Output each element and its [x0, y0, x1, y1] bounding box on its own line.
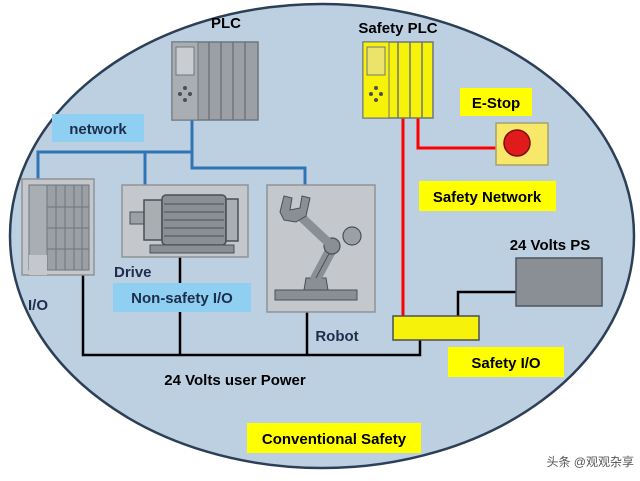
- plc-label: PLC: [211, 15, 241, 32]
- conventional-safety-label-box: [247, 423, 421, 453]
- io-module-icon: [21, 178, 95, 276]
- estop-label: E-Stop: [472, 95, 520, 112]
- robot-label: Robot: [315, 328, 358, 345]
- safety-plc-rack: [362, 41, 434, 119]
- non-safety-io-label: Non-safety I/O: [131, 290, 233, 307]
- io-label: I/O: [28, 297, 48, 314]
- safety-plc-label: Safety PLC: [358, 20, 437, 37]
- safety-network-label-box: [419, 181, 556, 211]
- drive-label: Drive: [114, 264, 152, 281]
- power-supply-label: 24 Volts PS: [510, 237, 591, 254]
- safety-network-label: Safety Network: [433, 189, 542, 206]
- plc-rack: [171, 41, 259, 121]
- drive-motor-icon: [121, 184, 249, 258]
- network-label-box: [52, 114, 144, 142]
- conventional-safety-label: Conventional Safety: [262, 431, 407, 448]
- network-label: network: [69, 121, 127, 138]
- watermark: 头条 @观观杂享: [546, 454, 634, 469]
- power-supply-box: [515, 257, 603, 307]
- user-power-label: 24 Volts user Power: [164, 372, 306, 389]
- estop-label-box: [460, 88, 532, 116]
- safety-io-label-box: [448, 347, 564, 377]
- power-wiring: [81, 256, 516, 357]
- estop-button-icon: [495, 122, 549, 166]
- robot-arm-icon: [266, 184, 376, 313]
- non-safety-io-label-box: [113, 283, 251, 312]
- safety-network-wiring: [401, 118, 496, 316]
- network-wiring: [36, 120, 307, 185]
- safety-io-module: [392, 315, 480, 341]
- safety-io-label: Safety I/O: [471, 355, 541, 372]
